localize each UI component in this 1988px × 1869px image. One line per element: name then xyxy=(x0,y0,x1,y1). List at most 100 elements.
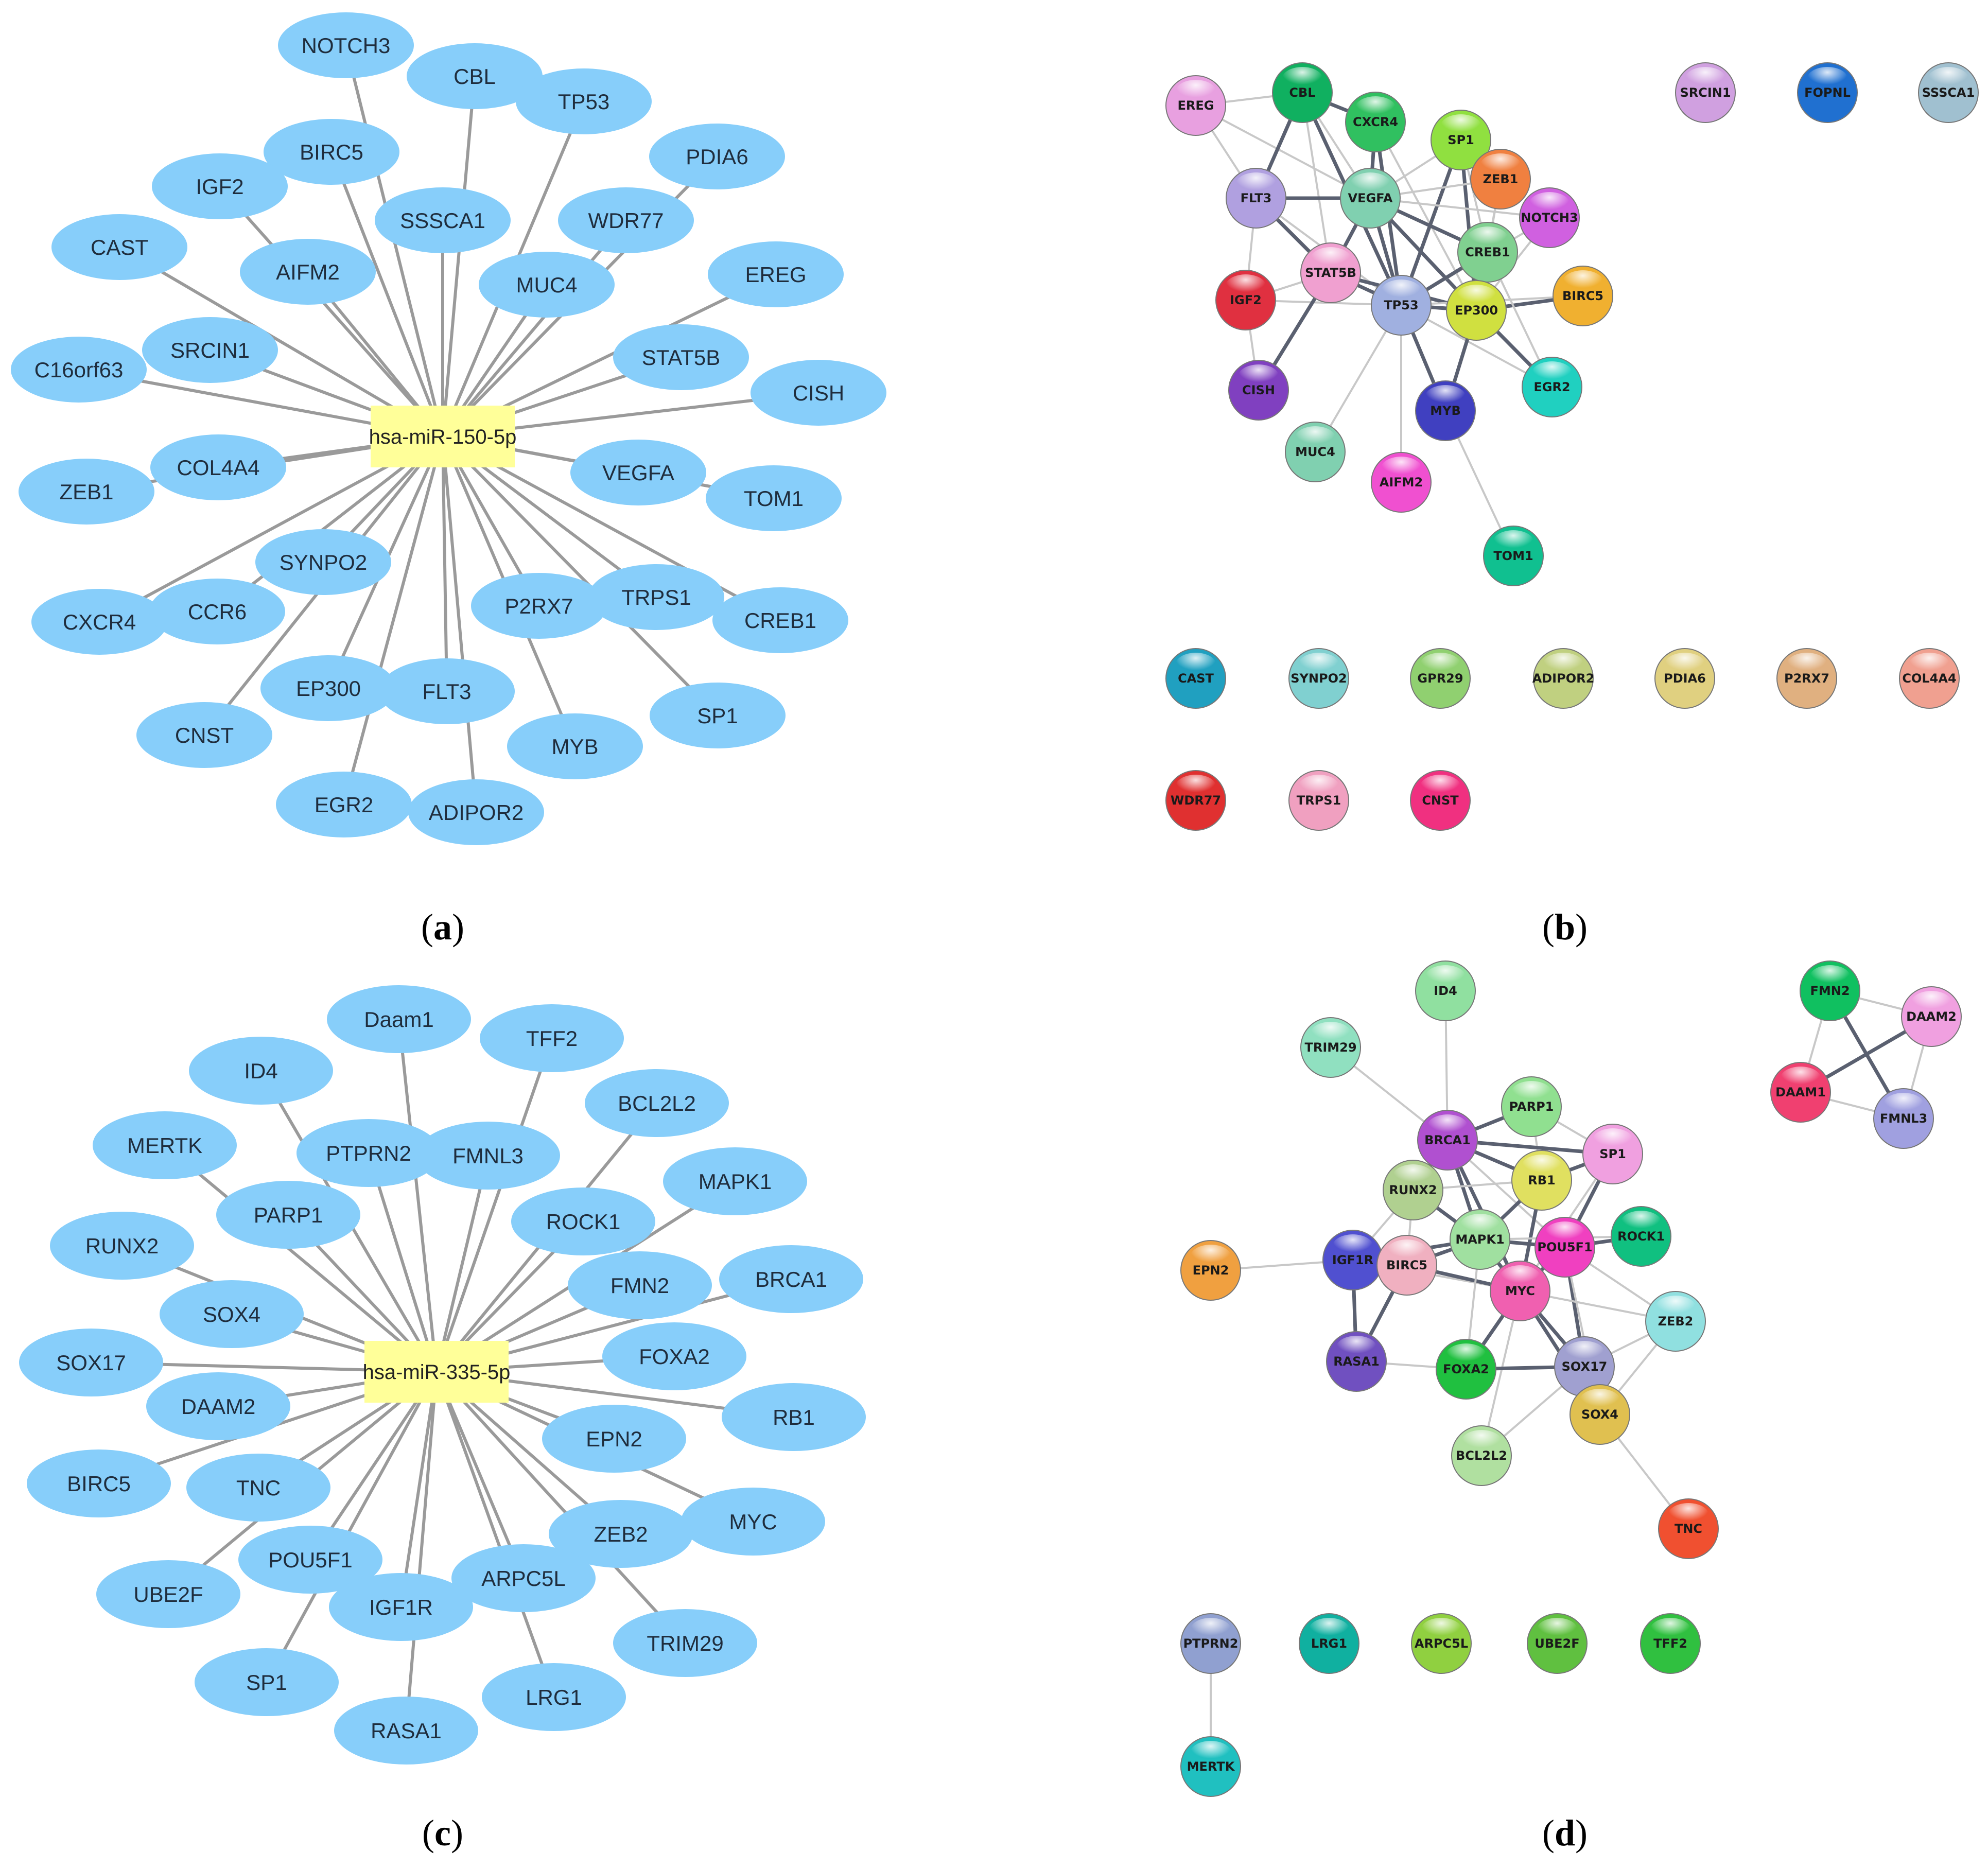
node-creb1[interactable]: CREB1 xyxy=(712,587,848,653)
node-p2rx7[interactable]: P2RX7 xyxy=(471,573,607,639)
hub-mirna[interactable]: hsa-miR-150-5p xyxy=(369,406,517,467)
node-brca1[interactable]: BRCA1 xyxy=(719,1245,863,1313)
node-fmn2[interactable]: FMN2 xyxy=(568,1251,712,1319)
node-sp1[interactable]: SP1 xyxy=(1431,110,1491,170)
node-birc5[interactable]: BIRC5 xyxy=(27,1449,171,1517)
node-cish[interactable]: CISH xyxy=(751,360,886,426)
node-trim29[interactable]: TRIM29 xyxy=(1300,1017,1361,1078)
node-synpo2[interactable]: SYNPO2 xyxy=(1288,648,1349,709)
node-tff2[interactable]: TFF2 xyxy=(480,1004,624,1072)
node-epn2[interactable]: EPN2 xyxy=(1180,1240,1241,1301)
node-tom1[interactable]: TOM1 xyxy=(1483,526,1544,586)
node-ccr6[interactable]: CCR6 xyxy=(149,579,285,644)
node-ptprn2[interactable]: PTPRN2 xyxy=(297,1119,441,1187)
node-fmnl3[interactable]: FMNL3 xyxy=(1873,1088,1934,1149)
node-sox4[interactable]: SOX4 xyxy=(160,1280,304,1348)
node-col4a4[interactable]: COL4A4 xyxy=(150,434,286,500)
node-tnc[interactable]: TNC xyxy=(186,1454,330,1522)
node-zeb2[interactable]: ZEB2 xyxy=(549,1500,693,1568)
node-daam1[interactable]: DAAM1 xyxy=(1770,1062,1831,1123)
node-egr2[interactable]: EGR2 xyxy=(1522,357,1582,417)
node-sssca1[interactable]: SSSCA1 xyxy=(1918,62,1979,123)
node-daam2[interactable]: DAAM2 xyxy=(146,1372,290,1440)
node-rasa1[interactable]: RASA1 xyxy=(334,1697,478,1765)
node-fmn2[interactable]: FMN2 xyxy=(1800,960,1860,1021)
node-adipor2[interactable]: ADIPOR2 xyxy=(1532,648,1595,709)
node-srcin1[interactable]: SRCIN1 xyxy=(142,317,278,383)
node-cnst[interactable]: CNST xyxy=(136,702,272,768)
node-zeb1[interactable]: ZEB1 xyxy=(1470,149,1531,209)
node-foxa2[interactable]: FOXA2 xyxy=(602,1322,746,1390)
node-stat5b[interactable]: STAT5B xyxy=(1300,242,1361,303)
node-muc4[interactable]: MUC4 xyxy=(1285,422,1346,482)
node-myc[interactable]: MYC xyxy=(1490,1261,1550,1321)
node-sox4[interactable]: SOX4 xyxy=(1570,1384,1630,1445)
node-cish[interactable]: CISH xyxy=(1228,360,1289,421)
node-igf1r[interactable]: IGF1R xyxy=(329,1573,473,1641)
node-cxcr4[interactable]: CXCR4 xyxy=(31,589,167,655)
node-ereg[interactable]: EREG xyxy=(708,241,844,307)
node-bcl2l2[interactable]: BCL2L2 xyxy=(1451,1425,1512,1486)
node-bcl2l2[interactable]: BCL2L2 xyxy=(585,1069,729,1137)
node-trps1[interactable]: TRPS1 xyxy=(1288,770,1349,831)
node-ep300[interactable]: EP300 xyxy=(260,655,396,721)
node-trps1[interactable]: TRPS1 xyxy=(588,564,724,630)
node-sox17[interactable]: SOX17 xyxy=(19,1329,163,1396)
node-sp1[interactable]: SP1 xyxy=(1582,1124,1643,1184)
node-pou5f1[interactable]: POU5F1 xyxy=(238,1526,382,1594)
node-zeb1[interactable]: ZEB1 xyxy=(19,459,154,525)
node-runx2[interactable]: RUNX2 xyxy=(1383,1160,1443,1220)
node-pdia6[interactable]: PDIA6 xyxy=(1654,648,1715,709)
node-igf1r[interactable]: IGF1R xyxy=(1322,1230,1383,1290)
node-aifm2[interactable]: AIFM2 xyxy=(1371,452,1432,513)
node-igf2[interactable]: IGF2 xyxy=(152,153,288,219)
node-rock1[interactable]: ROCK1 xyxy=(1611,1206,1671,1267)
node-runx2[interactable]: RUNX2 xyxy=(50,1212,194,1280)
node-aifm2[interactable]: AIFM2 xyxy=(240,239,376,305)
node-rb1[interactable]: RB1 xyxy=(722,1383,866,1451)
node-parp1[interactable]: PARP1 xyxy=(216,1181,360,1249)
node-daam2[interactable]: DAAM2 xyxy=(1901,986,1962,1047)
node-c16orf63[interactable]: C16orf63 xyxy=(11,337,147,403)
node-stat5b[interactable]: STAT5B xyxy=(613,324,749,390)
node-sssca1[interactable]: SSSCA1 xyxy=(375,187,511,253)
node-cbl[interactable]: CBL xyxy=(407,43,543,109)
node-wdr77[interactable]: WDR77 xyxy=(558,187,694,253)
node-srcin1[interactable]: SRCIN1 xyxy=(1675,62,1736,123)
node-col4a4[interactable]: COL4A4 xyxy=(1899,648,1960,709)
node-cxcr4[interactable]: CXCR4 xyxy=(1345,92,1406,152)
node-mapk1[interactable]: MAPK1 xyxy=(1450,1209,1510,1270)
node-pdia6[interactable]: PDIA6 xyxy=(649,124,785,189)
node-birc5[interactable]: BIRC5 xyxy=(1376,1235,1437,1296)
node-ube2f[interactable]: UBE2F xyxy=(96,1560,240,1628)
hub-mirna[interactable]: hsa-miR-335-5p xyxy=(363,1341,511,1403)
node-tp53[interactable]: TP53 xyxy=(1371,275,1432,336)
node-fopnl[interactable]: FOPNL xyxy=(1797,62,1858,123)
node-ereg[interactable]: EREG xyxy=(1165,75,1226,136)
node-fmnl3[interactable]: FMNL3 xyxy=(416,1122,560,1190)
node-pou5f1[interactable]: POU5F1 xyxy=(1534,1217,1595,1278)
node-ptprn2[interactable]: PTPRN2 xyxy=(1180,1613,1241,1674)
node-sp1[interactable]: SP1 xyxy=(650,683,786,748)
node-egr2[interactable]: EGR2 xyxy=(276,772,412,837)
node-tp53[interactable]: TP53 xyxy=(516,68,652,134)
node-igf2[interactable]: IGF2 xyxy=(1215,270,1276,330)
node-flt3[interactable]: FLT3 xyxy=(1226,168,1286,229)
node-wdr77[interactable]: WDR77 xyxy=(1165,770,1226,831)
node-ep300[interactable]: EP300 xyxy=(1446,280,1507,341)
node-notch3[interactable]: NOTCH3 xyxy=(1519,187,1580,248)
node-id4[interactable]: ID4 xyxy=(1415,960,1476,1021)
node-mapk1[interactable]: MAPK1 xyxy=(663,1147,807,1215)
node-muc4[interactable]: MUC4 xyxy=(479,252,615,318)
node-brca1[interactable]: BRCA1 xyxy=(1417,1110,1478,1171)
node-vegfa[interactable]: VEGFA xyxy=(1340,168,1401,229)
node-ube2f[interactable]: UBE2F xyxy=(1527,1613,1588,1674)
node-lrg1[interactable]: LRG1 xyxy=(482,1663,626,1731)
node-notch3[interactable]: NOTCH3 xyxy=(278,12,414,78)
node-arpc5l[interactable]: ARPC5L xyxy=(451,1544,596,1612)
node-flt3[interactable]: FLT3 xyxy=(379,658,515,724)
node-arpc5l[interactable]: ARPC5L xyxy=(1411,1613,1472,1674)
node-myc[interactable]: MYC xyxy=(681,1488,825,1556)
node-synpo2[interactable]: SYNPO2 xyxy=(255,529,391,595)
node-creb1[interactable]: CREB1 xyxy=(1457,222,1518,283)
